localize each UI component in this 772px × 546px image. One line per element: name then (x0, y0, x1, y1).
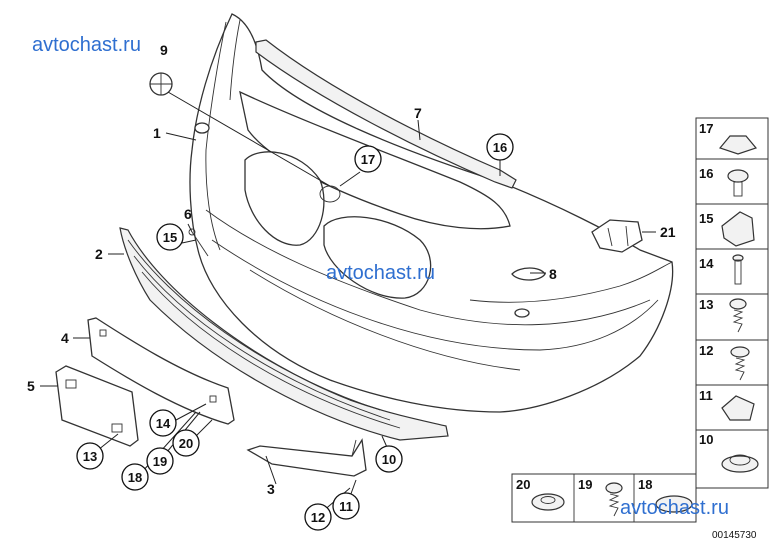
bottom-label-20: 20 (516, 477, 530, 492)
plate-bracket (55, 365, 139, 447)
mounting-part-21 (591, 219, 643, 253)
circled-callouts: 17 16 15 14 13 20 19 18 (76, 133, 514, 531)
side-label-15: 15 (699, 211, 713, 226)
circle-callout-14: 14 (149, 409, 177, 437)
svg-text:19: 19 (153, 454, 167, 469)
watermark-bottom-right: avtochast.ru (620, 497, 729, 519)
svg-text:15: 15 (163, 230, 177, 245)
callout-4: 4 (61, 330, 69, 346)
circle-callout-12: 12 (304, 503, 332, 531)
svg-text:11: 11 (339, 499, 353, 514)
bumper-cover (189, 13, 674, 413)
fastener-panel-side: 17 16 15 14 13 12 11 10 (695, 117, 769, 489)
figure-number: 00145730 (712, 530, 757, 541)
license-plate-base (87, 317, 235, 425)
svg-text:10: 10 (382, 452, 396, 467)
callout-6: 6 (184, 206, 192, 222)
svg-text:12: 12 (311, 510, 325, 525)
circle-callout-19: 19 (146, 447, 174, 475)
svg-text:17: 17 (361, 152, 375, 167)
side-label-12: 12 (699, 343, 713, 358)
screw-6 (188, 228, 209, 257)
circle-callout-17: 17 (354, 145, 382, 173)
circle-callout-10: 10 (375, 445, 403, 473)
svg-text:13: 13 (83, 449, 97, 464)
circle-callout-11: 11 (332, 492, 360, 520)
side-label-13: 13 (699, 297, 713, 312)
svg-text:18: 18 (128, 470, 142, 485)
bottom-label-18: 18 (638, 477, 652, 492)
circle-callout-20: 20 (172, 429, 200, 457)
callout-8: 8 (549, 266, 557, 282)
watermark-top-left: avtochast.ru (32, 34, 141, 56)
svg-text:20: 20 (179, 436, 193, 451)
callout-5: 5 (27, 378, 35, 394)
circle-callout-13: 13 (76, 442, 104, 470)
svg-text:14: 14 (156, 416, 171, 431)
side-label-11: 11 (699, 388, 713, 403)
lower-grille (119, 227, 449, 441)
emblem-9 (149, 72, 173, 96)
callout-9: 9 (160, 42, 168, 58)
circle-callout-18: 18 (121, 463, 149, 491)
callout-21: 21 (660, 224, 676, 240)
fastener-panel-bottom: 20 19 18 (511, 473, 697, 523)
svg-text:16: 16 (493, 140, 507, 155)
bottom-label-19: 19 (578, 477, 592, 492)
callout-2: 2 (95, 246, 103, 262)
callouts: 1 2 3 4 5 6 7 8 9 21 (27, 42, 676, 497)
side-label-16: 16 (699, 166, 713, 181)
side-label-17: 17 (699, 121, 713, 136)
circle-callout-16: 16 (486, 133, 514, 161)
side-label-10: 10 (699, 432, 713, 447)
side-label-14: 14 (699, 256, 714, 271)
circle-callout-15: 15 (156, 223, 184, 251)
bracket-3 (246, 438, 367, 477)
callout-3: 3 (267, 481, 275, 497)
upper-trim-strip (255, 39, 517, 189)
watermark-center: avtochast.ru (326, 262, 435, 284)
callout-7: 7 (414, 105, 422, 121)
callout-1: 1 (153, 125, 161, 141)
